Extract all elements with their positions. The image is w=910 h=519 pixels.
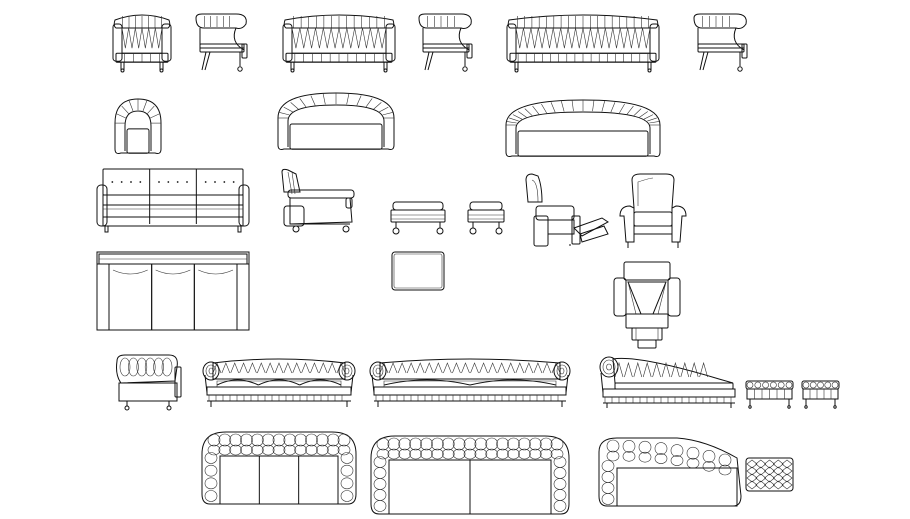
tufted-sofa-front-elevation — [507, 15, 659, 72]
tufted-loveseat-side-elevation — [419, 14, 472, 71]
chesterfield-footstool-elevation-a — [746, 381, 793, 408]
three-seat-sofa-plan — [97, 252, 249, 330]
chesterfield-sofa-plan — [371, 436, 569, 514]
curved-sofa-plan — [506, 100, 660, 157]
chesterfield-footstool-plan — [746, 458, 793, 491]
three-seat-sofa-front-elevation — [97, 169, 249, 232]
ottoman-elevation-small — [468, 202, 504, 234]
tufted-armchair-side-elevation — [196, 14, 247, 71]
chesterfield-loveseat-plan — [202, 432, 356, 504]
curved-loveseat-plan — [278, 93, 394, 150]
recliner-side-elevation — [282, 169, 354, 232]
tufted-armchair-front-elevation — [113, 15, 171, 72]
chesterfield-chaise-plan — [599, 438, 741, 506]
lift-recliner-side-elevation — [526, 174, 608, 246]
ottoman-plan — [392, 252, 444, 290]
furniture-blocks — [97, 14, 839, 514]
ottoman-elevation-large — [391, 202, 445, 234]
chesterfield-chaise-front-elevation — [600, 357, 735, 408]
recliner-plan — [614, 262, 680, 348]
chesterfield-armchair-side-elevation — [117, 355, 182, 410]
chesterfield-loveseat-front-elevation — [203, 359, 355, 407]
chesterfield-footstool-elevation-b — [802, 381, 839, 408]
tufted-sofa-side-elevation — [694, 14, 747, 71]
wingback-recliner-front-elevation — [620, 174, 686, 248]
curved-armchair-plan — [115, 99, 161, 154]
chesterfield-sofa-front-elevation — [370, 359, 570, 407]
tufted-loveseat-front-elevation — [283, 15, 395, 72]
